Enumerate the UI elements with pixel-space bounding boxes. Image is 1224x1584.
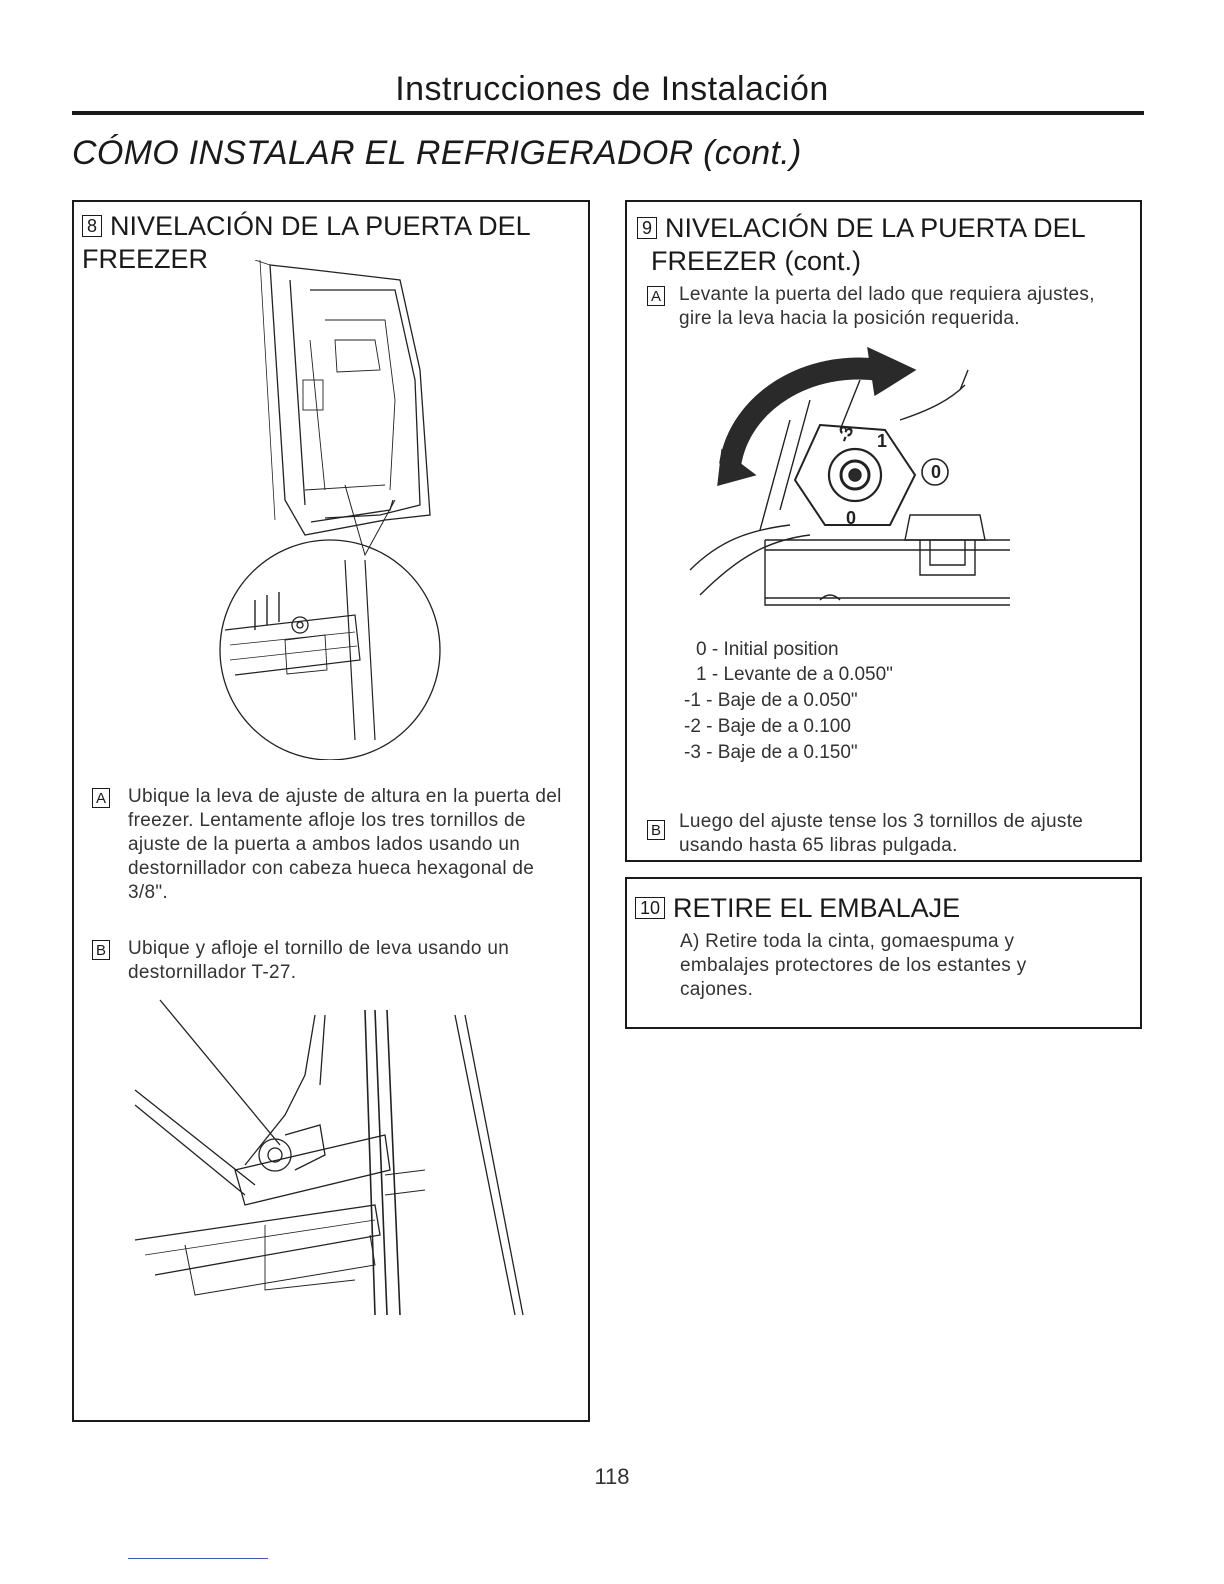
freezer-door-illustration <box>219 260 441 760</box>
step-b-text: Ubique y afloje el tornillo de leva usan… <box>128 938 510 983</box>
step-tag-b: B <box>647 820 665 840</box>
header-divider <box>72 111 1144 115</box>
step-number-badge: 9 <box>637 217 658 239</box>
step-tag-a: A <box>92 788 110 808</box>
legend-line-minus3: -3 - Baje de a 0.150" <box>684 742 858 763</box>
legend-line-1: 1 - Levante de a 0.050" <box>696 664 893 685</box>
section-title: CÓMO INSTALAR EL REFRIGERADOR (cont.) <box>72 134 802 172</box>
box-title-9: 9 NIVELACIÓN DE LA PUERTA DEL FREEZER (co… <box>637 212 1132 278</box>
step-tag-a: A <box>647 286 665 306</box>
cam-screw-illustration <box>134 999 524 1316</box>
freezer-door-leveling-cont-box <box>625 200 1142 862</box>
cam-label-minus3: -3 <box>833 423 857 445</box>
step-b-text: Luego del ajuste tense los 3 tornillos d… <box>679 811 1084 856</box>
step-number-badge: 8 <box>82 215 103 237</box>
cam-label-1: 1 <box>877 431 887 451</box>
cam-label-0b: 0 <box>931 462 941 482</box>
remove-packing-box <box>625 877 1142 1029</box>
cam-label-0: 0 <box>846 508 856 528</box>
freezer-door-leveling-box <box>72 200 590 1422</box>
legend-line-minus1: -1 - Baje de a 0.050" <box>684 690 858 711</box>
page-header: Instrucciones de Instalación <box>395 70 829 108</box>
step-a-text: Ubique la leva de ajuste de altura en la… <box>128 786 562 903</box>
page-number: 118 <box>594 1464 630 1489</box>
box-title-line2: FREEZER (cont.) <box>651 246 862 276</box>
legend-line-minus2: -2 - Baje de a 0.100 <box>684 716 851 737</box>
box-title-text: RETIRE EL EMBALAJE <box>673 893 961 923</box>
footer-rule <box>128 1558 268 1559</box>
step-tag-b: B <box>92 940 110 960</box>
legend-line-0: 0 - Initial position <box>696 639 839 660</box>
box-title-text: NIVELACIÓN DE LA PUERTA DEL FREEZER <box>82 211 530 274</box>
box-title-line1: NIVELACIÓN DE LA PUERTA DEL <box>665 213 1086 243</box>
step-a-text: Levante la puerta del lado que requiera … <box>679 284 1095 329</box>
cam-position-diagram: -3 1 0 0 <box>689 346 1010 606</box>
packing-instruction: A) Retire toda la cinta, gomaespuma y em… <box>680 931 1027 1000</box>
step-number-badge: 10 <box>635 897 666 919</box>
box-title-10: 10 RETIRE EL EMBALAJE <box>635 892 1130 925</box>
